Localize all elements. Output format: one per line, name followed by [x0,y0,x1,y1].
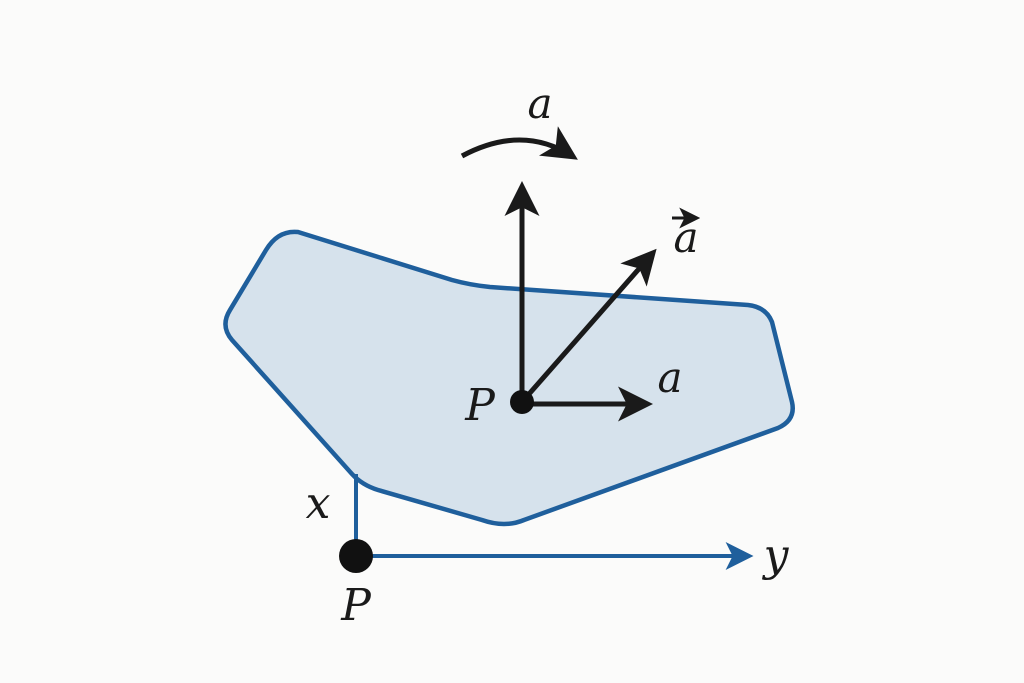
origin-point-label: P [340,580,372,631]
center-point [510,390,534,414]
rotation-label: a [527,79,552,128]
vector-label: a [673,213,698,262]
horizontal-vector-label: a [657,353,682,402]
rotation-arrow [460,126,578,160]
diagonal-vector-arrow [520,248,657,404]
rigid-body-shape [223,229,795,527]
center-point-label: P [464,380,496,431]
origin-point [339,539,373,573]
x-axis-label: x [306,478,331,529]
y-axis-label: y [762,530,790,581]
vector-label-group: a [672,207,701,262]
